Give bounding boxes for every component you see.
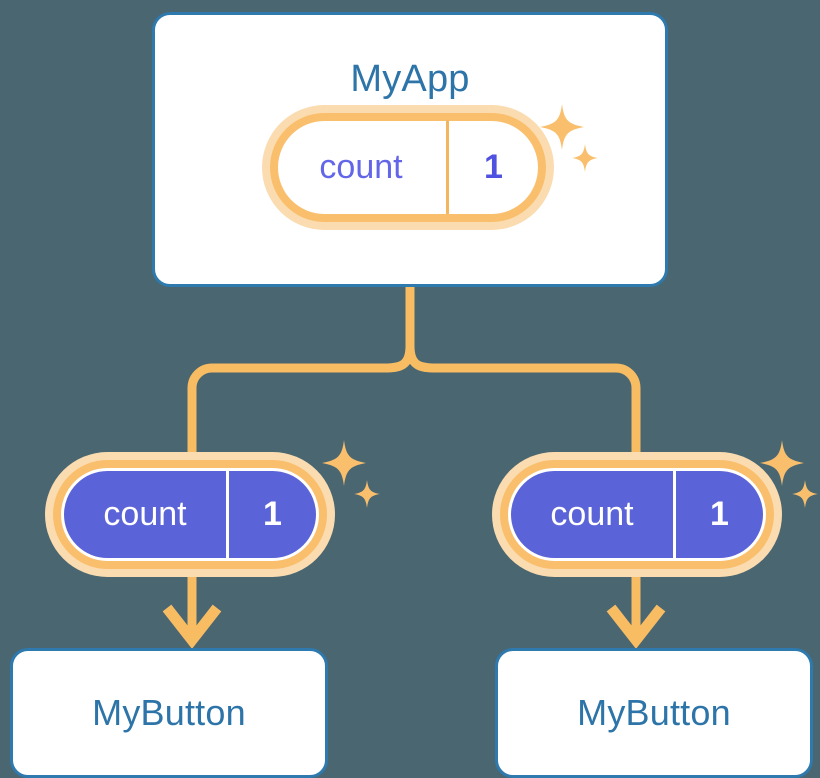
state-pill-root[interactable]: count 1: [262, 105, 554, 230]
state-pill-child-2[interactable]: count 1: [492, 452, 782, 577]
state-value-label: 1: [226, 471, 316, 558]
pill-inner: count 1: [508, 468, 766, 561]
state-key-label: count: [550, 495, 634, 533]
down-arrow-icon-left: [162, 604, 222, 649]
pill-inner: count 1: [61, 468, 319, 561]
component-card-mybutton-1[interactable]: MyButton: [10, 648, 328, 778]
component-name-mybutton: MyButton: [577, 692, 731, 733]
state-value-label: 1: [446, 121, 538, 214]
state-key-label: count: [319, 148, 403, 186]
connector-branch-right: [405, 345, 641, 455]
state-value-label: 1: [673, 471, 763, 558]
component-name-myapp: MyApp: [350, 58, 470, 100]
down-arrow-icon-right: [606, 604, 666, 649]
connector-branch-left: [187, 345, 415, 455]
state-key-label: count: [103, 495, 187, 533]
state-pill-child-1[interactable]: count 1: [45, 452, 335, 577]
pill-inner: count 1: [278, 121, 538, 214]
component-card-mybutton-2[interactable]: MyButton: [495, 648, 813, 778]
component-name-mybutton: MyButton: [92, 692, 246, 733]
